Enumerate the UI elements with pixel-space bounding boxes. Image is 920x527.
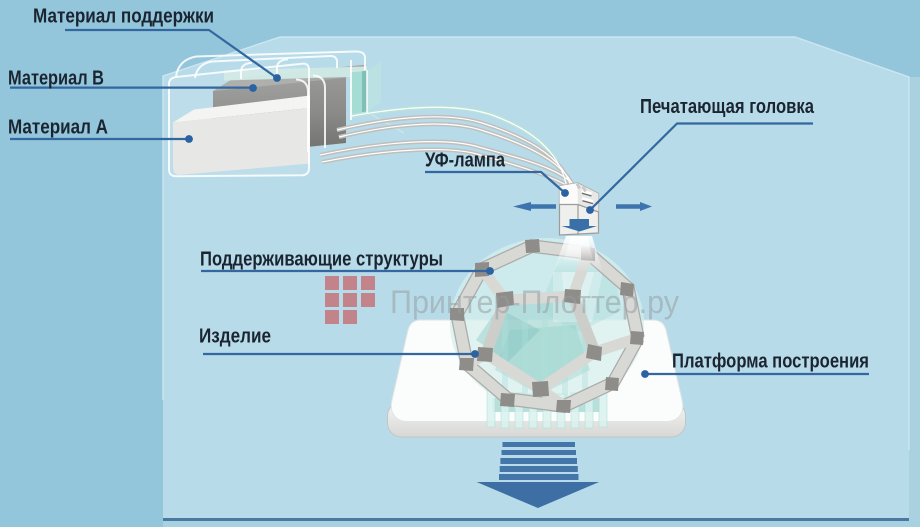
- svg-text:Материал В: Материал В: [8, 68, 104, 90]
- svg-text:Материал поддержки: Материал поддержки: [33, 6, 214, 28]
- svg-text:Материал А: Материал А: [8, 117, 108, 139]
- svg-text:Принтер-Плоттер.ру: Принтер-Плоттер.ру: [390, 284, 679, 320]
- svg-text:Платформа построения: Платформа построения: [672, 351, 869, 373]
- svg-text:Изделие: Изделие: [199, 326, 271, 348]
- svg-text:Печатающая головка: Печатающая головка: [640, 96, 815, 118]
- svg-text:УФ-лампа: УФ-лампа: [425, 150, 506, 172]
- svg-text:Поддерживающие структуры: Поддерживающие структуры: [200, 249, 443, 271]
